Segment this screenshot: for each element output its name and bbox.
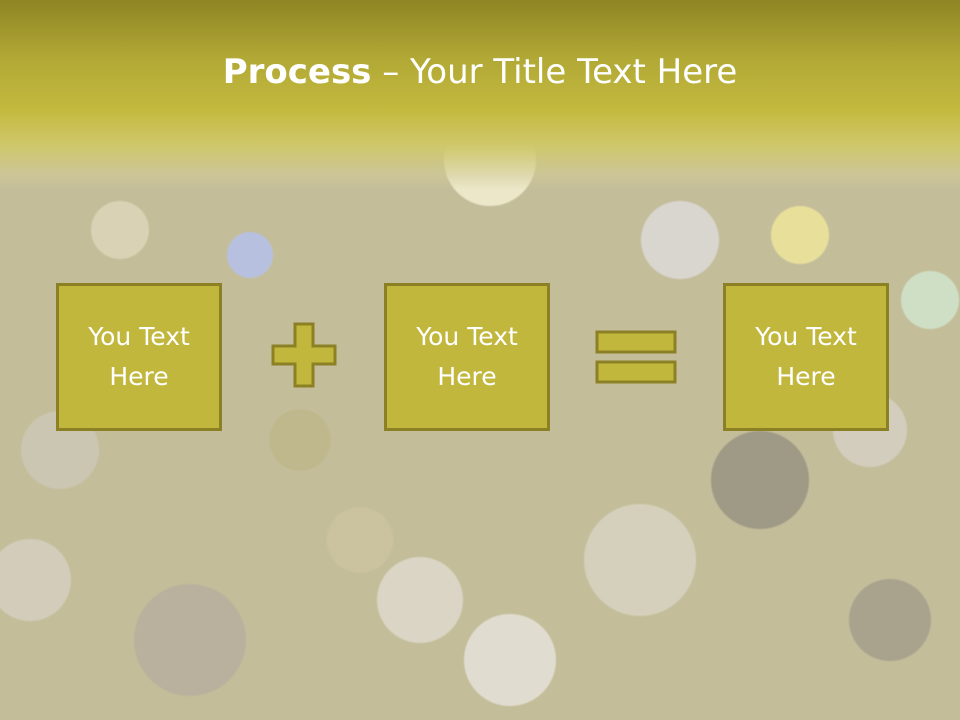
process-box-2-text: You Text Here bbox=[416, 322, 518, 391]
title-bold: Process bbox=[222, 52, 372, 92]
title-rest: – Your Title Text Here bbox=[371, 52, 738, 92]
process-box-1[interactable]: You Text Here bbox=[56, 283, 222, 431]
slide-title[interactable]: Process – Your Title Text Here bbox=[0, 52, 960, 92]
equals-icon bbox=[595, 330, 677, 384]
process-box-3[interactable]: You Text Here bbox=[723, 283, 889, 431]
process-box-3-text: You Text Here bbox=[755, 322, 857, 391]
title-banner bbox=[0, 0, 960, 190]
process-box-2[interactable]: You Text Here bbox=[384, 283, 550, 431]
plus-icon bbox=[271, 322, 337, 388]
process-box-1-text: You Text Here bbox=[88, 322, 190, 391]
